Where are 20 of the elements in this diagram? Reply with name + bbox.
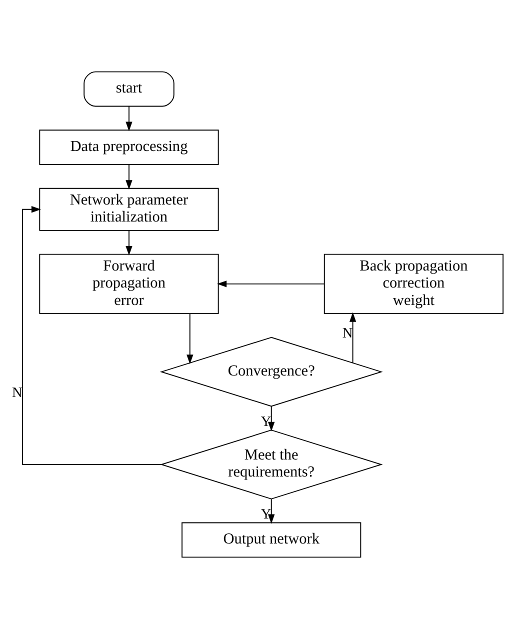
arrow <box>268 405 275 431</box>
arrow <box>126 164 132 190</box>
node-box: Network parameter initialization <box>39 187 219 230</box>
edge-label: Y <box>260 413 272 430</box>
node-box: Back propagation correction weight <box>324 253 504 314</box>
arrow <box>349 312 356 363</box>
node-box: Forward propagation error <box>39 253 219 314</box>
edge-label: N <box>12 384 22 400</box>
node-diamond: Convergence? <box>160 336 383 406</box>
arrow <box>217 280 324 287</box>
edge-label: Y <box>260 506 272 522</box>
arrow <box>126 106 132 131</box>
arrow <box>186 312 194 364</box>
arrow <box>268 498 275 524</box>
node-box: start <box>84 70 174 106</box>
node-box: Data preprocessing <box>39 129 219 164</box>
arrow <box>22 206 162 464</box>
node-box: Output network <box>182 522 362 558</box>
node-diamond: Meet the requirements? <box>160 429 383 499</box>
arrow <box>126 230 132 256</box>
